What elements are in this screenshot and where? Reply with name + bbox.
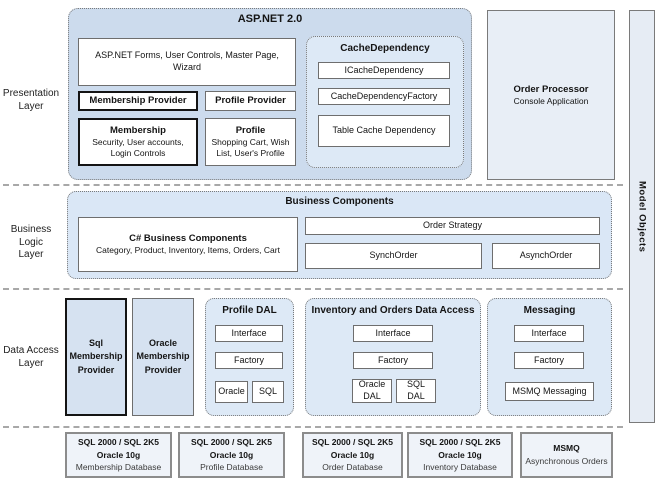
csharp-business-components-title: C# Business Components [129, 232, 247, 244]
synchorder-label: SynchOrder [369, 250, 418, 261]
profile-subtitle: Shopping Cart, Wish List, User's Profile [211, 137, 290, 159]
profile-dal-sql-label: SQL [258, 386, 277, 397]
inventory-interface-box: Interface [353, 325, 433, 342]
order-processor-box: Order Processor Console Application [487, 10, 615, 180]
messaging-title: Messaging [523, 305, 576, 316]
oracle-membership-provider-box: Oracle Membership Provider [132, 298, 194, 416]
asynchorder-label: AsynchOrder [519, 250, 573, 261]
sql-dal-box: SQL DAL [396, 379, 436, 403]
db-line2: Oracle 10g [209, 449, 254, 460]
profile-dal-factory-box: Factory [215, 352, 283, 369]
db-line1: MSMQ [553, 443, 580, 454]
separator-business-dataaccess [3, 288, 623, 290]
model-objects-bar: Model Objects [629, 10, 655, 423]
csharp-business-components-box: C# Business Components Category, Product… [78, 217, 298, 272]
sql-membership-provider-box: Sql Membership Provider [65, 298, 127, 416]
db-line1: SQL 2000 / SQL 2K5 [419, 436, 501, 447]
membership-title: Membership [110, 124, 166, 136]
membership-database-box: SQL 2000 / SQL 2K5 Oracle 10g Membership… [65, 432, 172, 478]
inventory-factory-box: Factory [353, 352, 433, 369]
db-line3: Profile Database [200, 462, 263, 473]
tablecachedependency-box: Table Cache Dependency [318, 115, 450, 147]
db-line2: Oracle 10g [438, 449, 482, 460]
msmq-messaging-box: MSMQ Messaging [505, 382, 594, 401]
profile-dal-oracle-label: Oracle [218, 386, 245, 397]
asynchorder-box: AsynchOrder [492, 243, 600, 269]
db-line3: Order Database [322, 462, 383, 473]
tablecachedependency-label: Table Cache Dependency [332, 125, 436, 136]
cachedependency-title: CacheDependency [340, 43, 430, 54]
icachedependency-label: ICacheDependency [344, 64, 424, 75]
db-line1: SQL 2000 / SQL 2K5 [191, 436, 272, 447]
messaging-factory-label: Factory [533, 354, 564, 365]
messaging-factory-box: Factory [514, 352, 584, 369]
cachedependencyfactory-label: CacheDependencyFactory [330, 90, 438, 101]
db-line2: Oracle 10g [330, 449, 375, 460]
aspnet-forms-label: ASP.NET Forms, User Controls, Master Pag… [95, 50, 279, 72]
profile-database-box: SQL 2000 / SQL 2K5 Oracle 10g Profile Da… [178, 432, 285, 478]
profile-title: Profile [235, 124, 266, 136]
inventory-factory-label: Factory [377, 354, 408, 365]
profile-dal-sql-box: SQL [252, 381, 284, 403]
messaging-interface-label: Interface [531, 327, 567, 338]
membership-provider-box: Membership Provider [78, 91, 198, 111]
order-strategy-label: Order Strategy [422, 220, 483, 231]
order-database-box: SQL 2000 / SQL 2K5 Oracle 10g Order Data… [302, 432, 403, 478]
inventory-database-box: SQL 2000 / SQL 2K5 Oracle 10g Inventory … [407, 432, 513, 478]
profile-dal-title: Profile DAL [222, 305, 277, 316]
order-strategy-box: Order Strategy [305, 217, 600, 235]
separator-presentation-business [3, 184, 623, 186]
separator-dataaccess-databases [3, 426, 623, 428]
csharp-business-components-subtitle: Category, Product, Inventory, Items, Ord… [96, 245, 280, 256]
order-processor-title: Order Processor [513, 84, 589, 95]
membership-provider-label: Membership Provider [89, 94, 187, 106]
model-objects-label: Model Objects [636, 180, 648, 253]
profile-dal-interface-box: Interface [215, 325, 283, 342]
membership-box: Membership Security, User accounts, Logi… [78, 118, 198, 166]
cachedependencyfactory-box: CacheDependencyFactory [318, 88, 450, 105]
msmq-messaging-label: MSMQ Messaging [512, 385, 587, 396]
data-access-layer-label: Data Access Layer [3, 345, 59, 369]
oracle-dal-box: Oracle DAL [352, 379, 392, 403]
profile-provider-box: Profile Provider [205, 91, 296, 111]
presentation-layer-label: Presentation Layer [2, 88, 60, 112]
business-logic-layer-label: Business Logic Layer [10, 224, 52, 260]
synchorder-box: SynchOrder [305, 243, 482, 269]
inventory-interface-label: Interface [375, 327, 411, 338]
aspnet-forms-box: ASP.NET Forms, User Controls, Master Pag… [78, 38, 296, 86]
db-line3: Membership Database [75, 462, 162, 473]
inventory-orders-title: Inventory and Orders Data Access [311, 305, 475, 316]
db-line1: SQL 2000 / SQL 2K5 [78, 436, 159, 447]
order-processor-subtitle: Console Application [513, 96, 589, 106]
icachedependency-box: ICacheDependency [318, 62, 450, 79]
membership-subtitle: Security, User accounts, Login Controls [92, 137, 184, 159]
profile-provider-label: Profile Provider [215, 94, 286, 106]
profile-box: Profile Shopping Cart, Wish List, User's… [205, 118, 296, 166]
msmq-queue-box: MSMQ Asynchronous Orders [520, 432, 613, 478]
db-line2: Oracle 10g [96, 449, 141, 460]
db-line3: Asynchronous Orders [525, 456, 608, 466]
profile-dal-oracle-box: Oracle [215, 381, 248, 403]
aspnet-title: ASP.NET 2.0 [237, 13, 303, 25]
db-line1: SQL 2000 / SQL 2K5 [312, 436, 393, 447]
profile-dal-factory-label: Factory [233, 354, 264, 365]
business-components-title: Business Components [285, 196, 394, 207]
messaging-interface-box: Interface [514, 325, 584, 342]
db-line3: Inventory Database [423, 462, 497, 473]
profile-dal-interface-label: Interface [231, 327, 267, 338]
